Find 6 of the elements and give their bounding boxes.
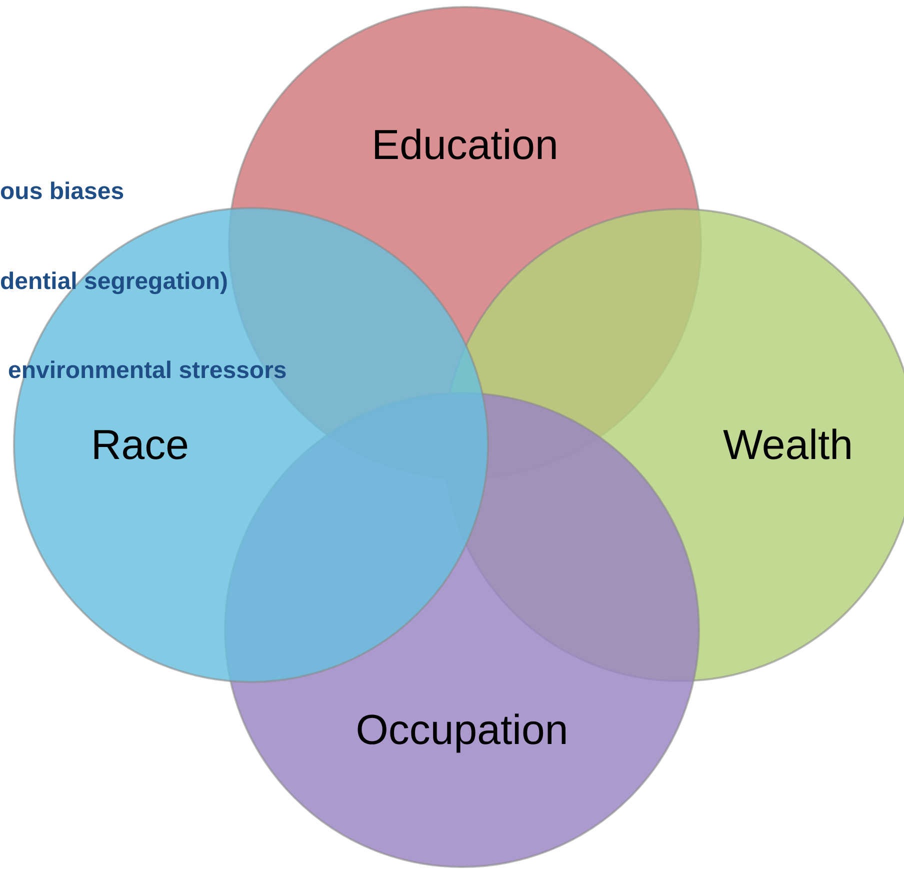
note-text: ous biases [0,178,124,206]
circle-label: Education [372,121,558,169]
circle-label: Occupation [356,706,568,754]
note-text: dential segregation) [0,268,228,296]
circle-label: Race [90,421,190,469]
circle-label: Wealth [723,421,853,469]
